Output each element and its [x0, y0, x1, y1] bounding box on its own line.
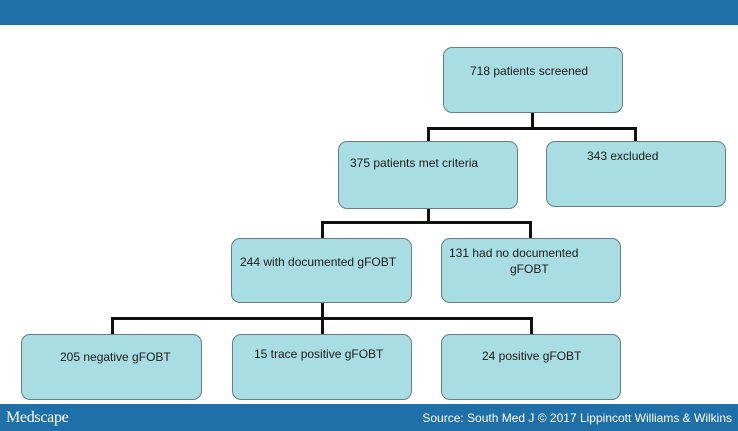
box-no-documented-gfobt: 131 had no documented gFOBT — [441, 238, 621, 303]
connector-to-not-documented — [529, 221, 532, 239]
label-negative-gfobt: 205 negative gFOBT — [60, 350, 171, 364]
label-excluded: 343 excluded — [587, 149, 659, 163]
flowchart-canvas: 718 patients screened 375 patients met c… — [0, 25, 738, 404]
label-no-documented-line2: gFOBT — [510, 262, 549, 276]
box-trace-positive-gfobt: 15 trace positive gFOBT — [232, 334, 412, 400]
box-positive-gfobt: 24 positive gFOBT — [441, 334, 621, 400]
connector-to-trace-positive — [321, 317, 324, 335]
footer-bar: Medscape Source: South Med J © 2017 Lipp… — [0, 404, 738, 431]
medscape-logo[interactable]: Medscape — [6, 409, 69, 426]
connector-level2-horizontal — [321, 221, 532, 224]
connector-level1-horizontal — [427, 127, 637, 130]
box-documented-gfobt: 244 with documented gFOBT — [231, 238, 412, 303]
connector-to-negative — [111, 317, 114, 335]
label-no-documented-line1: 131 had no documented — [449, 246, 579, 260]
box-patients-screened: 718 patients screened — [443, 47, 623, 113]
label-trace-positive-gfobt: 15 trace positive gFOBT — [254, 347, 384, 361]
box-met-criteria: 375 patients met criteria — [338, 141, 518, 209]
header-bar — [0, 0, 738, 25]
label-positive-gfobt: 24 positive gFOBT — [482, 349, 582, 363]
connector-screened-down — [531, 112, 534, 128]
connector-to-documented — [321, 221, 324, 239]
source-credit: Source: South Med J © 2017 Lippincott Wi… — [422, 411, 732, 425]
connector-to-met-criteria — [427, 127, 430, 142]
label-documented-gfobt: 244 with documented gFOBT — [240, 255, 397, 269]
connector-documented-down — [321, 302, 324, 318]
connector-to-positive — [530, 317, 533, 335]
box-excluded: 343 excluded — [546, 141, 726, 207]
connector-to-excluded — [634, 127, 637, 142]
box-negative-gfobt: 205 negative gFOBT — [21, 334, 202, 400]
connector-met-criteria-down — [427, 208, 430, 222]
label-met-criteria: 375 patients met criteria — [350, 156, 479, 170]
label-patients-screened: 718 patients screened — [470, 64, 589, 78]
